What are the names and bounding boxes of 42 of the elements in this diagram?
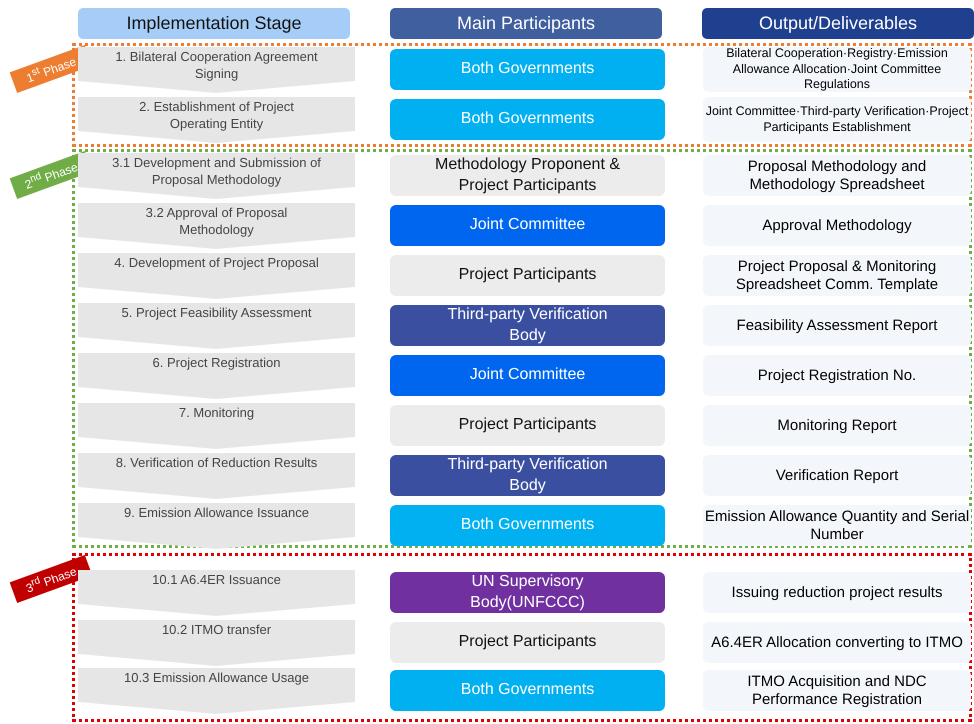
stage-label: 1. Bilateral Cooperation Agreement Signing [78, 47, 355, 93]
stage-label: 2. Establishment of Project Operating Entity [78, 97, 355, 143]
deliverable-box: Feasibility Assessment Report [703, 305, 971, 346]
stage-label: 10.3 Emission Allowance Usage [78, 668, 355, 714]
participant-box: Project Participants [390, 255, 665, 296]
deliverable-box: Project Registration No. [703, 355, 971, 396]
participant-box: Both Governments [390, 505, 665, 546]
participant-box: Joint Committee [390, 355, 665, 396]
participant-box: Both Governments [390, 99, 665, 140]
stage-label: 8. Verification of Reduction Results [78, 453, 355, 499]
participant-box: Joint Committee [390, 205, 665, 246]
stage-label: 6. Project Registration [78, 353, 355, 399]
deliverable-box: Proposal Methodology and Methodology Spreadsheet [703, 155, 971, 196]
participant-box: Project Participants [390, 622, 665, 663]
deliverable-box: Monitoring Report [703, 405, 971, 446]
deliverable-box: ITMO Acquisition and NDC Performance Registration [703, 670, 971, 711]
deliverable-box: Issuing reduction project results [703, 572, 971, 613]
participant-box: Third-party Verification Body [390, 305, 665, 346]
stage-label: 10.1 A6.4ER Issuance [78, 570, 355, 616]
column-header: Main Participants [390, 8, 662, 39]
column-header: Output/Deliverables [702, 8, 974, 39]
deliverable-box: A6.4ER Allocation converting to ITMO [703, 622, 971, 663]
stage-label: 3.2 Approval of Proposal Methodology [78, 203, 355, 249]
participant-box: Both Governments [390, 49, 665, 90]
participant-box: Project Participants [390, 405, 665, 446]
participant-box: Third-party Verification Body [390, 455, 665, 496]
deliverable-box: Emission Allowance Quantity and Serial Number [703, 505, 971, 546]
participant-box: UN Supervisory Body(UNFCCC) [390, 572, 665, 613]
participant-box: Both Governments [390, 670, 665, 711]
deliverable-box: Verification Report [703, 455, 971, 496]
stage-label: 5. Project Feasibility Assessment [78, 303, 355, 349]
deliverable-box: Approval Methodology [703, 205, 971, 246]
stage-label: 7. Monitoring [78, 403, 355, 449]
participant-box: Methodology Proponent & Project Participants [390, 155, 665, 196]
column-header: Implementation Stage [78, 8, 350, 39]
stage-label: 10.2 ITMO transfer [78, 620, 355, 666]
stage-label: 3.1 Development and Submission of Proposal Methodology [78, 153, 355, 199]
stage-label: 4. Development of Project Proposal [78, 253, 355, 299]
deliverable-box: Joint Committee·Third-party Verification·Project Participants Establishment [703, 97, 971, 142]
stage-label: 9. Emission Allowance Issuance [78, 503, 355, 549]
deliverable-box: Project Proposal & Monitoring Spreadsheet Comm. Template [703, 255, 971, 296]
deliverable-box: Bilateral Cooperation·Registry·Emission Allowance Allocation·Joint Committee Regulations [703, 47, 971, 92]
